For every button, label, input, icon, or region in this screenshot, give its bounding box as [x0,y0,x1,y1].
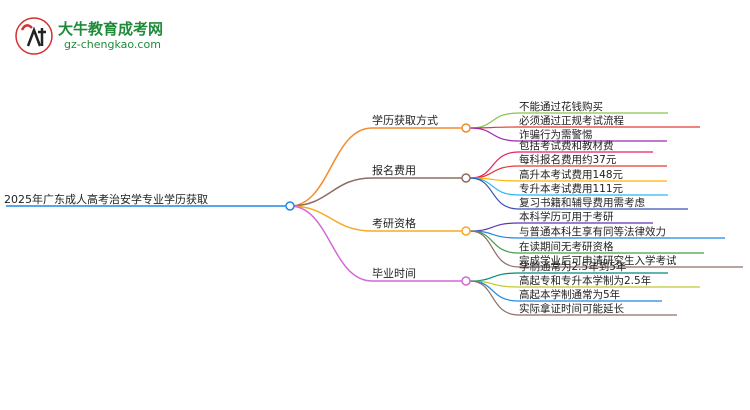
leaf-label: 学制通常为2.5年到5年 [519,261,627,273]
leaf-connector [469,230,520,268]
leaf-label: 诈骗行为需警惕 [519,129,593,141]
leaf-connector [469,280,520,316]
branch-node-circle[interactable] [461,173,471,183]
leaf-connector [469,177,520,210]
bull-logo-icon [15,17,53,55]
leaf-connector [469,165,520,179]
leaf-label: 与普通本科生享有同等法律效力 [519,226,666,238]
mindmap-root: 2025年广东成人高考治安学专业学历获取 [4,193,208,206]
branch-connector [289,205,373,232]
branch-node-circle[interactable] [461,226,471,236]
leaf-label: 在读期间无考研资格 [519,241,614,253]
branch-connector [289,177,373,207]
site-logo[interactable]: 大牛教育成考网 gz-chengkao.com [14,16,174,56]
leaf-connector [469,112,520,129]
leaf-label: 高升本考试费用148元 [519,169,624,181]
site-title: 大牛教育成考网 [58,20,164,38]
branch-connector [289,127,373,207]
leaf-label: 每科报名费用约37元 [519,154,617,166]
leaf-label: 专升本考试费用111元 [519,183,624,195]
leaf-label: 完成学业后可申请研究生入学考试 [519,255,677,267]
branch-connector [289,205,373,282]
branch-label: 报名费用 [372,164,416,177]
branch-label: 学历获取方式 [372,114,438,127]
branch-label: 毕业时间 [372,267,416,280]
leaf-connector [469,151,520,179]
branch-label: 考研资格 [372,217,416,230]
site-url: gz-chengkao.com [64,38,161,51]
branch-node-circle[interactable] [461,123,471,133]
leaf-label: 复习书籍和辅导费用需考虑 [519,197,645,209]
leaf-label: 本科学历可用于考研 [519,211,614,223]
leaf-label: 不能通过花钱购买 [519,101,603,113]
leaf-label: 包括考试费和教材费 [519,140,614,152]
leaf-connector [469,222,520,232]
leaf-label: 必须通过正规考试流程 [519,115,624,127]
leaf-label: 高起本学制通常为5年 [519,289,621,301]
leaf-connector [469,230,520,254]
leaf-connector [469,272,520,282]
leaf-label: 高起专和专升本学制为2.5年 [519,275,652,287]
root-node-circle[interactable] [285,201,295,211]
leaf-connector [469,127,520,142]
leaf-label: 实际拿证时间可能延长 [519,303,624,315]
branch-node-circle[interactable] [461,276,471,286]
